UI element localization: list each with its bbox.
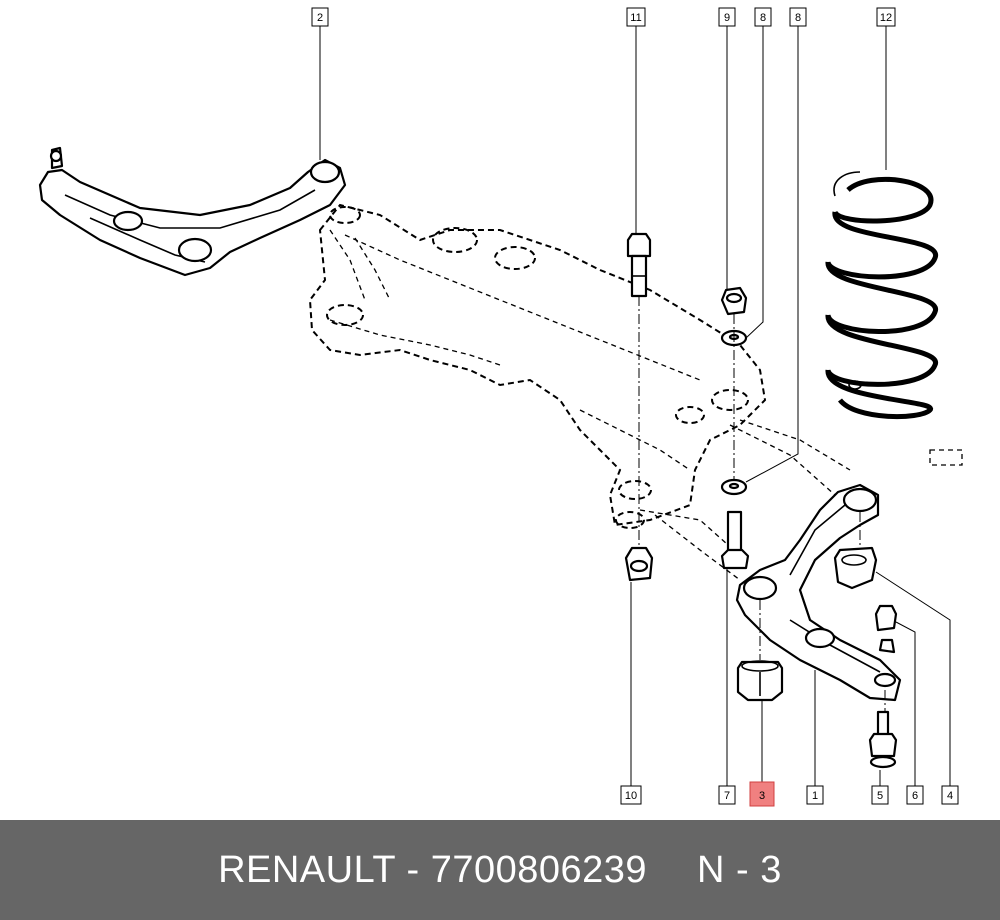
footer-diagram-ref: N - 3 xyxy=(697,848,782,891)
washer-8-lower xyxy=(720,478,748,496)
footer-bar: RENAULT - 7700806239 N - 3 xyxy=(0,820,1000,920)
callout-7: 7 xyxy=(718,785,736,805)
nut-9 xyxy=(720,286,748,316)
callout-1-label: 1 xyxy=(812,790,818,802)
subframe-outline xyxy=(308,203,851,581)
callout-6-label: 6 xyxy=(912,790,918,802)
spring-seat-ref xyxy=(929,449,963,466)
callout-5-label: 5 xyxy=(877,790,883,802)
lower-arm-left xyxy=(38,146,347,277)
callout-5: 5 xyxy=(871,785,889,805)
footer-brand-part-number: RENAULT - 7700806239 xyxy=(218,848,648,891)
callout-8-upper: 8 xyxy=(754,7,772,27)
lower-arm-right xyxy=(735,483,902,702)
callout-3-label: 3 xyxy=(759,790,765,802)
callout-1: 1 xyxy=(806,785,824,805)
callout-8-upper-label: 8 xyxy=(760,12,766,24)
nut-6 xyxy=(874,604,898,632)
callout-2-label: 2 xyxy=(317,12,323,24)
front-suspension-diagram: 2 11 9 8 8 12 10 7 3 1 5 6 xyxy=(38,7,963,807)
callout-10: 10 xyxy=(620,785,642,805)
callout-3-highlighted: 3 xyxy=(749,781,775,807)
nut-10 xyxy=(624,546,654,582)
callout-9: 9 xyxy=(718,7,736,27)
bushing-4 xyxy=(833,546,878,590)
bushing-3 xyxy=(736,660,784,702)
callout-8-lower: 8 xyxy=(789,7,807,27)
ball-joint-bolt-5 xyxy=(868,710,898,769)
callout-4: 4 xyxy=(941,785,959,805)
callout-12-label: 12 xyxy=(880,12,892,24)
callout-7-label: 7 xyxy=(724,790,730,802)
bolt-7 xyxy=(720,510,750,570)
callout-8-lower-label: 8 xyxy=(795,12,801,24)
callout-12: 12 xyxy=(876,7,896,27)
callout-11-label: 11 xyxy=(630,12,641,24)
bolt-11 xyxy=(626,232,652,298)
callout-9-label: 9 xyxy=(724,12,730,24)
callout-6: 6 xyxy=(906,785,924,805)
callout-11: 11 xyxy=(626,7,646,27)
coil-spring xyxy=(825,171,938,419)
callout-10-label: 10 xyxy=(625,790,637,802)
leader-lines xyxy=(319,26,951,786)
callout-4-label: 4 xyxy=(947,790,953,802)
callout-2: 2 xyxy=(311,7,329,27)
